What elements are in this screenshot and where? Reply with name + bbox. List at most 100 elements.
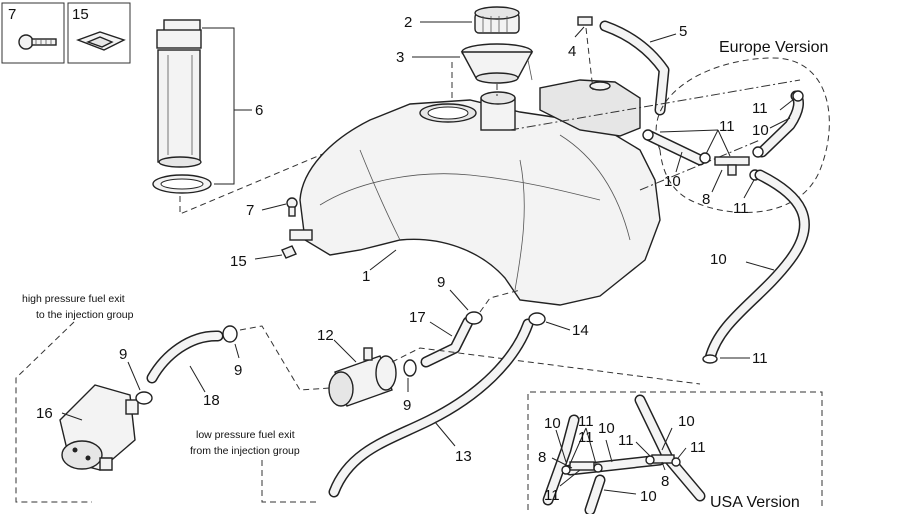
usa-leader-10a — [555, 429, 567, 463]
note-low-pressure-2: from the injection group — [190, 445, 300, 457]
usa-leader-10b — [605, 439, 613, 463]
label-16: 16 — [36, 405, 53, 422]
label-18: 18 — [203, 392, 220, 409]
usa-label-8a: 8 — [538, 449, 546, 466]
label-11-a: 11 — [752, 100, 768, 117]
leader-12 — [333, 339, 357, 363]
clamp-9-hose — [222, 325, 238, 343]
leader-7 — [261, 203, 287, 211]
clamp-11-bottom — [702, 354, 718, 364]
usa-label-10d: 10 — [640, 488, 657, 505]
leader-16 — [61, 412, 83, 421]
leader-13 — [434, 421, 456, 447]
label-10-a: 10 — [752, 122, 769, 139]
dash-europe-top — [509, 79, 801, 131]
usa-label-10b: 10 — [598, 420, 615, 437]
dash-filter-return — [391, 347, 701, 385]
leader-4 — [574, 26, 585, 38]
clamp-11b — [699, 152, 711, 164]
clamp-11c — [792, 90, 804, 102]
dash-filter-to-hose — [239, 325, 331, 391]
label-9-left: 9 — [119, 346, 127, 363]
note-high-pressure-1: high pressure fuel exit — [22, 293, 125, 305]
label-17: 17 — [409, 309, 426, 326]
fuel-filter-12 — [328, 347, 397, 407]
inset-label-7: 7 — [8, 6, 16, 23]
leader-5 — [649, 33, 677, 43]
label-15: 15 — [230, 253, 247, 270]
filler-funnel — [460, 43, 534, 84]
label-10-b: 10 — [664, 173, 681, 190]
clamp-14 — [528, 312, 546, 326]
vent-clip — [577, 16, 593, 26]
dash-low-pressure — [261, 460, 320, 503]
usa-leader-8b — [661, 461, 666, 471]
label-9-mid1: 9 — [234, 362, 242, 379]
usa-label-8b: 8 — [661, 473, 669, 490]
usa-label-11c: 11 — [618, 432, 634, 449]
usa-label-11d: 11 — [690, 439, 706, 456]
leader-10-long — [745, 261, 775, 271]
leader-9-top — [449, 289, 469, 311]
label-9-top: 9 — [437, 274, 445, 291]
clamp-9-top — [465, 311, 483, 325]
usa-version-box — [527, 391, 823, 510]
inset-part-15: 15 — [67, 2, 131, 64]
leader-9-mid1 — [234, 343, 240, 359]
label-12: 12 — [317, 327, 334, 344]
dash-4 — [585, 27, 594, 91]
label-7: 7 — [246, 202, 254, 219]
leader-8 — [711, 169, 723, 193]
label-9-mid2: 9 — [403, 397, 411, 414]
leader-1 — [369, 249, 397, 271]
usa-leader-11d — [677, 447, 687, 459]
screw-icon — [18, 34, 57, 50]
bracket-6 — [202, 27, 235, 185]
leader-11-group — [659, 129, 731, 157]
label-14: 14 — [572, 322, 589, 339]
inset-part-7: 7 — [1, 2, 65, 64]
label-8: 8 — [702, 191, 710, 208]
usa-label-11b: 11 — [578, 429, 594, 446]
label-1: 1 — [362, 268, 370, 285]
dash-17-tank — [479, 289, 521, 313]
label-11-c: 11 — [733, 200, 749, 217]
clip-15 — [281, 245, 297, 259]
label-6: 6 — [255, 102, 263, 119]
label-10-c: 10 — [710, 251, 727, 268]
europe-version-outline — [655, 57, 830, 213]
clamp-11a — [642, 129, 654, 141]
label-4: 4 — [568, 43, 576, 60]
usa-label-10c: 10 — [678, 413, 695, 430]
fuel-tank — [289, 79, 661, 306]
clip-nut-icon — [76, 31, 126, 51]
leader-18 — [189, 365, 206, 393]
usa-leader-10d — [603, 489, 637, 495]
note-high-pressure-2: to the injection group — [36, 309, 134, 321]
sender-gasket — [152, 174, 212, 194]
leader-17 — [429, 321, 453, 337]
label-11-b: 11 — [719, 118, 735, 135]
label-11-d: 11 — [752, 350, 768, 367]
leader-10-mid — [675, 151, 683, 173]
dash-high-pressure — [15, 321, 92, 503]
clamp-9-pump — [135, 391, 153, 405]
filler-cap — [474, 6, 520, 34]
label-13: 13 — [455, 448, 472, 465]
usa-leader-11e — [559, 469, 581, 487]
fuel-level-sender — [156, 19, 202, 168]
screw-7 — [286, 197, 298, 217]
vent-hose — [599, 20, 670, 116]
usa-leader-11ab — [569, 427, 597, 465]
t-fitting-8 — [714, 156, 750, 176]
usa-label-11a: 11 — [578, 413, 594, 430]
inset-label-15: 15 — [72, 6, 89, 23]
usa-label-11e: 11 — [544, 487, 560, 504]
label-2: 2 — [404, 14, 412, 31]
clamp-11d — [752, 146, 764, 158]
usa-leader-8a — [551, 457, 573, 469]
usa-label-10a: 10 — [544, 415, 561, 432]
fuel-pump-16 — [59, 384, 139, 471]
usa-hoses — [542, 394, 706, 514]
